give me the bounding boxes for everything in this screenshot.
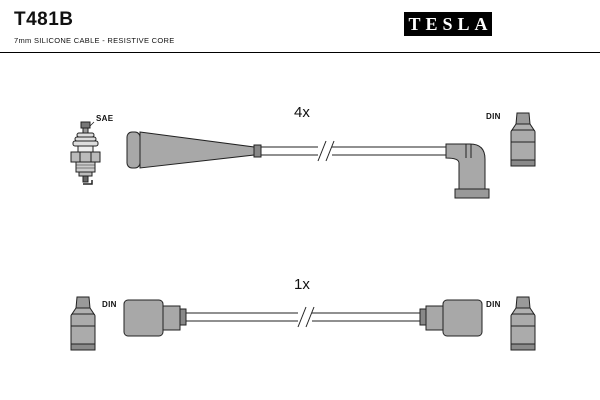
part-number: T481B: [14, 9, 74, 30]
din-label: DIN: [486, 300, 501, 309]
top-cable-assembly: 4x SAE: [70, 104, 536, 199]
sae-label: SAE: [96, 114, 114, 123]
quantity-label: 4x: [294, 104, 310, 121]
straight-boot: [123, 299, 187, 337]
straight-boot: [419, 299, 483, 337]
angled-boot: [445, 143, 490, 199]
straight-boot: [126, 131, 262, 169]
terminal-connector-icon: [70, 296, 96, 351]
din-label: DIN: [102, 300, 117, 309]
terminal-connector-icon: [510, 296, 536, 351]
cable-break-icon: [317, 140, 335, 162]
cable-break-icon: [297, 306, 315, 328]
tesla-logo: TESLA: [404, 12, 492, 36]
spark-plug-icon: [70, 121, 101, 185]
cable-line: [185, 306, 421, 328]
din-label: DIN: [486, 112, 501, 121]
cable-spec-subtitle: 7mm SILICONE CABLE - RESISTIVE CORE: [14, 36, 175, 45]
terminal-connector-icon: [510, 112, 536, 167]
cable-kit-diagram: 4x SAE: [70, 104, 536, 351]
bottom-cable-assembly: 1x DIN: [70, 276, 536, 351]
page-header: T481B 7mm SILICONE CABLE - RESISTIVE COR…: [0, 0, 600, 53]
cable-line: [260, 140, 447, 162]
quantity-label: 1x: [294, 276, 310, 293]
